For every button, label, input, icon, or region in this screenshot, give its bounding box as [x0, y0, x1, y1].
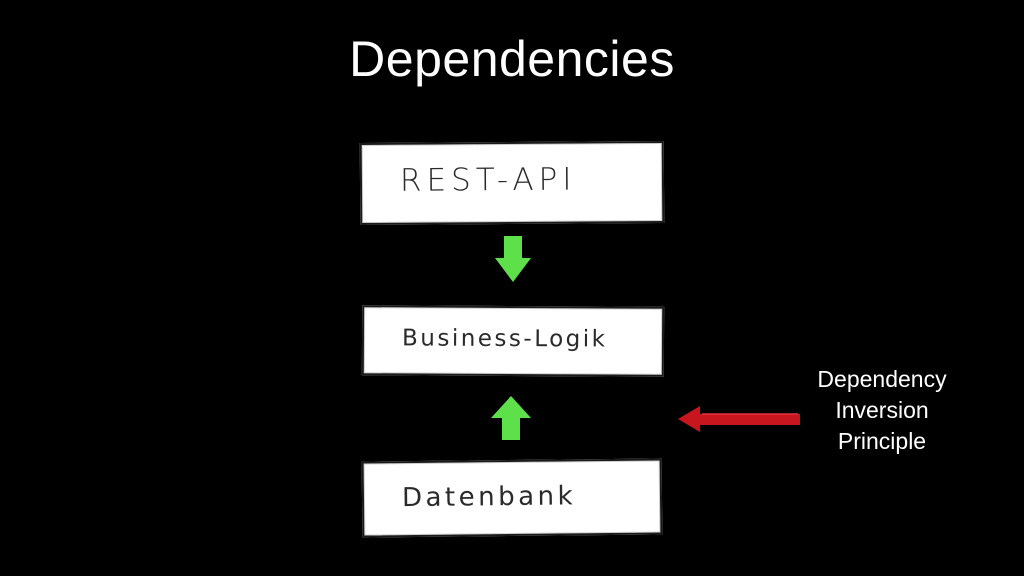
arrow-left-icon: [678, 406, 800, 432]
arrow-down-icon: [495, 236, 531, 282]
layer-label-business-logik: Business-Logik: [401, 325, 608, 353]
note-line: Dependency: [817, 366, 947, 392]
layer-box-business-logik: Business-Logik: [361, 305, 665, 377]
dependency-inversion-note: Dependency Inversion Principle: [782, 364, 982, 457]
layer-label-rest-api: REST-API: [399, 161, 577, 199]
arrow-up-icon: [491, 396, 531, 440]
note-line: Inversion: [835, 397, 929, 423]
layer-label-datenbank: Datenbank: [401, 481, 577, 514]
note-line: Principle: [837, 428, 927, 454]
layer-box-rest-api: REST-API: [359, 140, 665, 226]
slide-title: Dependencies: [349, 31, 675, 87]
layer-box-datenbank: Datenbank: [361, 458, 663, 538]
